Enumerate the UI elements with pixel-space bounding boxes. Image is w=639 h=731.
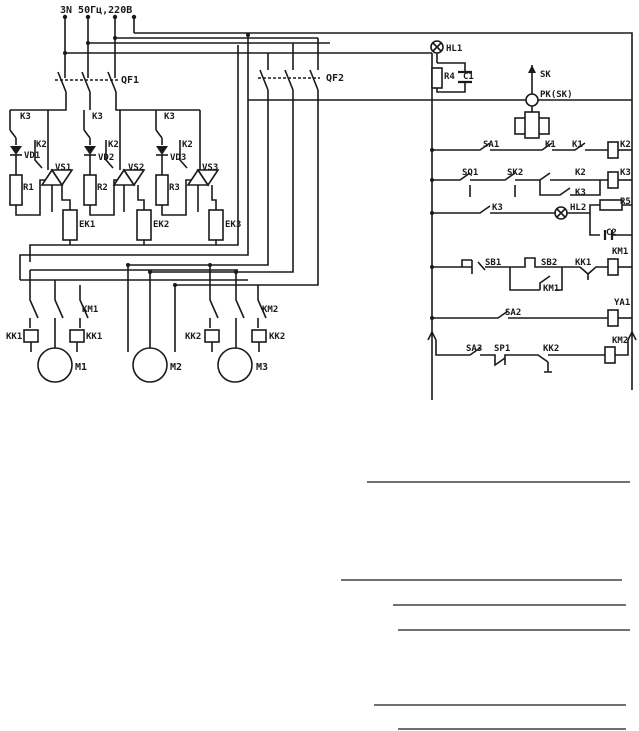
row4-sb1: SB1 bbox=[485, 258, 501, 268]
breaker-qf2 bbox=[258, 38, 320, 91]
motor-m3-label: M3 bbox=[256, 362, 268, 373]
sensor-sk-label: SK bbox=[540, 70, 551, 80]
supply-label: 3N 50Гц,220В bbox=[60, 5, 132, 16]
control-row-4 bbox=[430, 257, 632, 291]
motor-m3-kk-right: KK2 bbox=[269, 332, 285, 342]
row6-coil-km2: KM2 bbox=[612, 336, 628, 346]
row1-k1-b: K1 bbox=[572, 140, 583, 150]
heater-2-r: R2 bbox=[97, 183, 108, 193]
row2-k2: K2 bbox=[575, 168, 586, 178]
row1-sa1: SA1 bbox=[483, 140, 499, 150]
row2-sk2: SK2 bbox=[507, 168, 523, 178]
row5-coil-ya1: YA1 bbox=[614, 298, 630, 308]
row3-hl2: HL2 bbox=[570, 203, 586, 213]
motor-m1-label: M1 bbox=[75, 362, 87, 373]
heater-2-ek: EK2 bbox=[153, 220, 169, 230]
row2-k3: K3 bbox=[575, 188, 586, 198]
row4-kk1: KK1 bbox=[575, 258, 591, 268]
motor-m3-km: KM2 bbox=[262, 305, 278, 315]
control-row-2 bbox=[430, 171, 632, 197]
heater-1-k3: K3 bbox=[20, 112, 31, 122]
row6-sp1: SP1 bbox=[494, 344, 510, 354]
control-row-3 bbox=[430, 199, 632, 240]
row4-km1: KM1 bbox=[543, 284, 559, 294]
row2-sq1: SQ1 bbox=[462, 168, 478, 178]
control-row-5 bbox=[430, 309, 632, 327]
motor-m1-kk-left: KK1 bbox=[6, 332, 22, 342]
row3-c2: C2 bbox=[606, 228, 617, 238]
sensor-pk-label: PK(SK) bbox=[540, 90, 573, 100]
row4-coil-km1: KM1 bbox=[612, 247, 628, 257]
row6-kk2: KK2 bbox=[543, 344, 559, 354]
resistor-r4 bbox=[431, 67, 443, 89]
heater-channel-1 bbox=[9, 110, 78, 245]
breaker-qf1-label: QF1 bbox=[121, 75, 139, 86]
heater-3-k2: K2 bbox=[182, 140, 193, 150]
heater-2-vs: VS2 bbox=[128, 163, 144, 173]
heater-3-vd: VD3 bbox=[170, 153, 186, 163]
heater-1-ek: EK1 bbox=[79, 220, 95, 230]
control-row-1 bbox=[430, 141, 632, 159]
control-row-6 bbox=[435, 340, 629, 373]
motor-m2-branch bbox=[127, 265, 176, 383]
heater-channel-2 bbox=[83, 110, 152, 245]
heater-channel-3 bbox=[155, 110, 224, 245]
motor-m3-branch bbox=[204, 265, 267, 383]
motor-m3-kk-left: KK2 bbox=[185, 332, 201, 342]
row3-k3: K3 bbox=[492, 203, 503, 213]
motor-m1-branch bbox=[23, 270, 89, 383]
heater-3-k3: K3 bbox=[164, 112, 175, 122]
heater-1-vd: VD1 bbox=[24, 151, 40, 161]
answer-lines bbox=[341, 481, 630, 730]
lamp-hl1 bbox=[430, 40, 444, 54]
heater-1-r: R1 bbox=[23, 183, 34, 193]
heater-1-vs: VS1 bbox=[55, 163, 71, 173]
row3-r5: R5 bbox=[620, 197, 631, 207]
heater-1-k2: K2 bbox=[36, 140, 47, 150]
lamp-hl1-label: HL1 bbox=[446, 44, 462, 54]
row4-sb2: SB2 bbox=[541, 258, 557, 268]
sensor-sk bbox=[514, 65, 550, 139]
capacitor-c1-label: C1 bbox=[463, 72, 474, 82]
row5-sa2: SA2 bbox=[505, 308, 521, 318]
heater-2-k3: K3 bbox=[92, 112, 103, 122]
motor-m2-label: M2 bbox=[170, 362, 182, 373]
row2-coil-k3: K3 bbox=[620, 168, 631, 178]
resistor-r4-label: R4 bbox=[444, 72, 455, 82]
breaker-qf1 bbox=[55, 71, 118, 100]
row6-sa3: SA3 bbox=[466, 344, 482, 354]
heater-3-r: R3 bbox=[169, 183, 180, 193]
row1-coil-k2: K2 bbox=[620, 140, 631, 150]
heater-2-k2: K2 bbox=[108, 140, 119, 150]
motor-m1-km: KM1 bbox=[82, 305, 98, 315]
breaker-qf2-label: QF2 bbox=[326, 73, 344, 84]
heater-3-vs: VS3 bbox=[202, 163, 218, 173]
heater-3-ek: EK3 bbox=[225, 220, 241, 230]
motor-m1-kk-right: KK1 bbox=[86, 332, 102, 342]
heater-2-vd: VD2 bbox=[98, 153, 114, 163]
row1-k1-a: K1 bbox=[545, 140, 556, 150]
